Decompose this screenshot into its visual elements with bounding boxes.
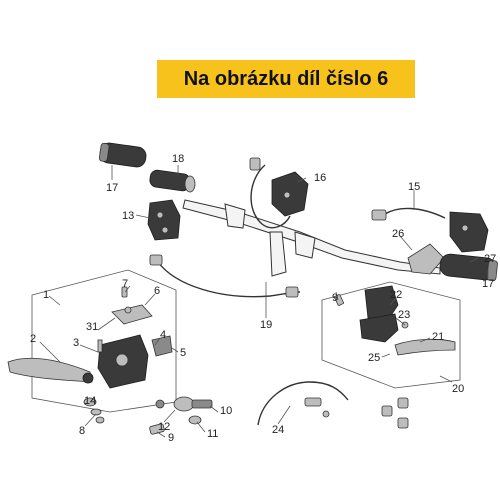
callout-17-left: 17: [106, 182, 118, 194]
left-grip: [98, 142, 147, 168]
callout-10: 10: [220, 405, 232, 417]
callout-17-right: 17: [482, 278, 494, 290]
right-switch-housing: [249, 157, 309, 229]
callout-3: 3: [73, 337, 79, 349]
callout-16: 16: [314, 172, 326, 184]
callout-7: 7: [122, 278, 128, 290]
callout-15: 15: [408, 181, 420, 193]
callout-9-bottom: 9: [168, 432, 174, 444]
callout-21: 21: [432, 331, 444, 343]
banner: Na obrázku díl číslo 6: [157, 60, 415, 98]
left-lever: [7, 357, 94, 384]
callout-13: 13: [122, 210, 134, 222]
callout-25: 25: [368, 352, 380, 364]
callout-19: 19: [260, 319, 272, 331]
master-cylinder: [97, 286, 173, 389]
callout-26: 26: [392, 228, 404, 240]
callout-23: 23: [398, 309, 410, 321]
right-grip: [439, 253, 498, 282]
callout-24: 24: [272, 424, 284, 436]
cable-19: [149, 254, 301, 298]
callout-11: 11: [207, 428, 218, 440]
callout-6: 6: [154, 285, 160, 297]
callout-14: 14: [84, 395, 96, 407]
bar-end-weight: [149, 169, 196, 193]
callout-labels: 17 18 16 15 13 26 27 17 1 7 6 31 4 2 3 5…: [30, 153, 496, 444]
callout-1: 1: [43, 289, 49, 301]
banner-text: Na obrázku díl číslo 6: [183, 67, 389, 90]
callout-22: 22: [390, 289, 402, 301]
right-brake-assembly: [321, 281, 461, 389]
callout-5: 5: [180, 347, 186, 359]
callout-27: 27: [484, 253, 496, 265]
left-switch-housing: [147, 199, 181, 241]
handlebar: [182, 199, 441, 277]
callout-18: 18: [172, 153, 184, 165]
callout-12: 12: [158, 421, 170, 433]
throttle-housing: [371, 207, 489, 275]
callout-20: 20: [452, 383, 464, 395]
callout-9-right: 9: [332, 292, 338, 304]
leader-lines: [39, 165, 489, 438]
callout-4: 4: [160, 329, 166, 341]
callout-31: 31: [86, 321, 98, 333]
cable-24: [257, 381, 409, 429]
callout-8: 8: [79, 425, 85, 437]
lower-small-parts: [149, 396, 213, 435]
callout-2: 2: [30, 333, 36, 345]
